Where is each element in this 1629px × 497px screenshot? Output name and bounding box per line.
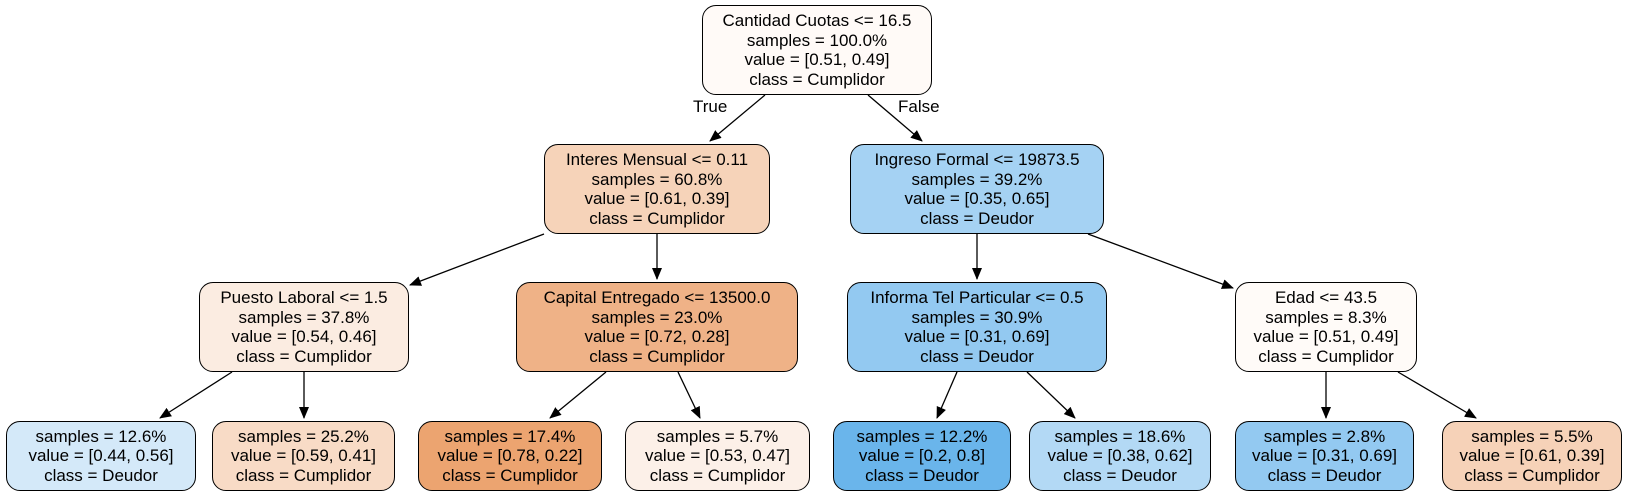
tree-node-n8: samples = 25.2%value = [0.59, 0.41]class… [212,421,395,491]
node-line: samples = 5.7% [656,426,779,446]
node-line: value = [0.51, 0.49] [1253,327,1399,346]
node-line: samples = 18.6% [1054,426,1186,446]
node-line: samples = 8.3% [1265,307,1387,327]
node-line: class = Cumplidor [749,69,885,89]
node-line: samples = 100.0% [746,30,888,50]
edge-n3-n7 [159,371,233,419]
node-line: class = Cumplidor [1464,465,1600,485]
node-line: value = [0.61, 0.39] [584,189,730,208]
edge-n1-n3 [409,233,545,286]
tree-node-n13: samples = 2.8%value = [0.31, 0.69]class … [1235,421,1414,491]
node-line: Edad <= 43.5 [1274,288,1378,307]
tree-node-n10: samples = 5.7%value = [0.53, 0.47]class … [625,421,810,491]
node-line: samples = 2.8% [1263,426,1386,446]
node-line: value = [0.35, 0.65] [904,189,1050,208]
node-line: samples = 17.4% [444,426,576,446]
node-line: samples = 5.5% [1471,426,1593,446]
node-line: class = Cumplidor [236,346,372,366]
tree-node-n12: samples = 18.6%value = [0.38, 0.62]class… [1029,421,1211,491]
node-line: class = Cumplidor [235,465,372,485]
node-line: value = [0.53, 0.47] [644,446,791,466]
node-line: samples = 39.2% [911,169,1043,189]
node-line: Ingreso Formal <= 19873.5 [874,150,1080,169]
node-line: value = [0.72, 0.28] [584,327,730,346]
tree-node-n14: samples = 5.5%value = [0.61, 0.39]class … [1442,421,1622,491]
node-line: Puesto Laboral <= 1.5 [220,288,388,307]
node-line: samples = 12.2% [856,426,988,446]
node-line: samples = 12.6% [35,426,167,446]
node-line: Cantidad Cuotas <= 16.5 [722,11,912,30]
node-line: value = [0.44, 0.56] [28,446,174,466]
node-line: class = Deudor [1267,465,1382,485]
node-line: class = Cumplidor [442,465,578,485]
node-line: value = [0.78, 0.22] [437,446,583,466]
edge-n5-n11 [936,371,958,419]
node-line: samples = 25.2% [238,426,369,446]
edge-n4-n10 [677,371,701,419]
edge-n4-n9 [549,371,607,419]
node-line: class = Cumplidor [649,465,786,485]
node-line: Interes Mensual <= 0.11 [565,150,749,169]
node-line: value = [0.2, 0.8] [858,446,986,466]
node-line: class = Deudor [44,465,158,485]
node-line: samples = 37.8% [238,307,370,327]
edge-n0-n2 [867,94,923,142]
node-line: class = Cumplidor [589,346,725,366]
node-line: class = Deudor [1063,465,1177,485]
node-line: value = [0.31, 0.69] [904,327,1050,346]
edge-n6-n14 [1397,371,1477,419]
edge-n5-n12 [1026,371,1076,419]
node-line: class = Deudor [920,208,1034,228]
tree-node-n7: samples = 12.6%value = [0.44, 0.56]class… [6,421,196,491]
node-line: samples = 60.8% [591,169,723,189]
node-line: class = Cumplidor [589,208,725,228]
edge-label-true: True [693,97,728,116]
node-line: Capital Entregado <= 13500.0 [543,288,771,307]
tree-node-n11: samples = 12.2%value = [0.2, 0.8]class =… [833,421,1011,491]
node-line: value = [0.38, 0.62] [1047,446,1193,466]
edge-n0-n1 [709,94,766,142]
node-line: Informa Tel Particular <= 0.5 [870,288,1084,307]
node-line: class = Deudor [920,346,1034,366]
node-line: value = [0.51, 0.49] [744,50,890,69]
node-line: samples = 30.9% [911,307,1043,327]
node-line: class = Deudor [865,465,979,485]
node-line: value = [0.61, 0.39] [1459,446,1605,466]
edge-n2-n6 [1087,233,1234,289]
node-line: samples = 23.0% [591,307,723,327]
node-line: value = [0.54, 0.46] [231,327,377,346]
edge-label-false: False [898,97,940,116]
tree-node-n9: samples = 17.4%value = [0.78, 0.22]class… [418,421,602,491]
node-line: class = Cumplidor [1258,346,1394,366]
node-line: value = [0.59, 0.41] [230,446,377,466]
node-line: value = [0.31, 0.69] [1251,446,1398,466]
